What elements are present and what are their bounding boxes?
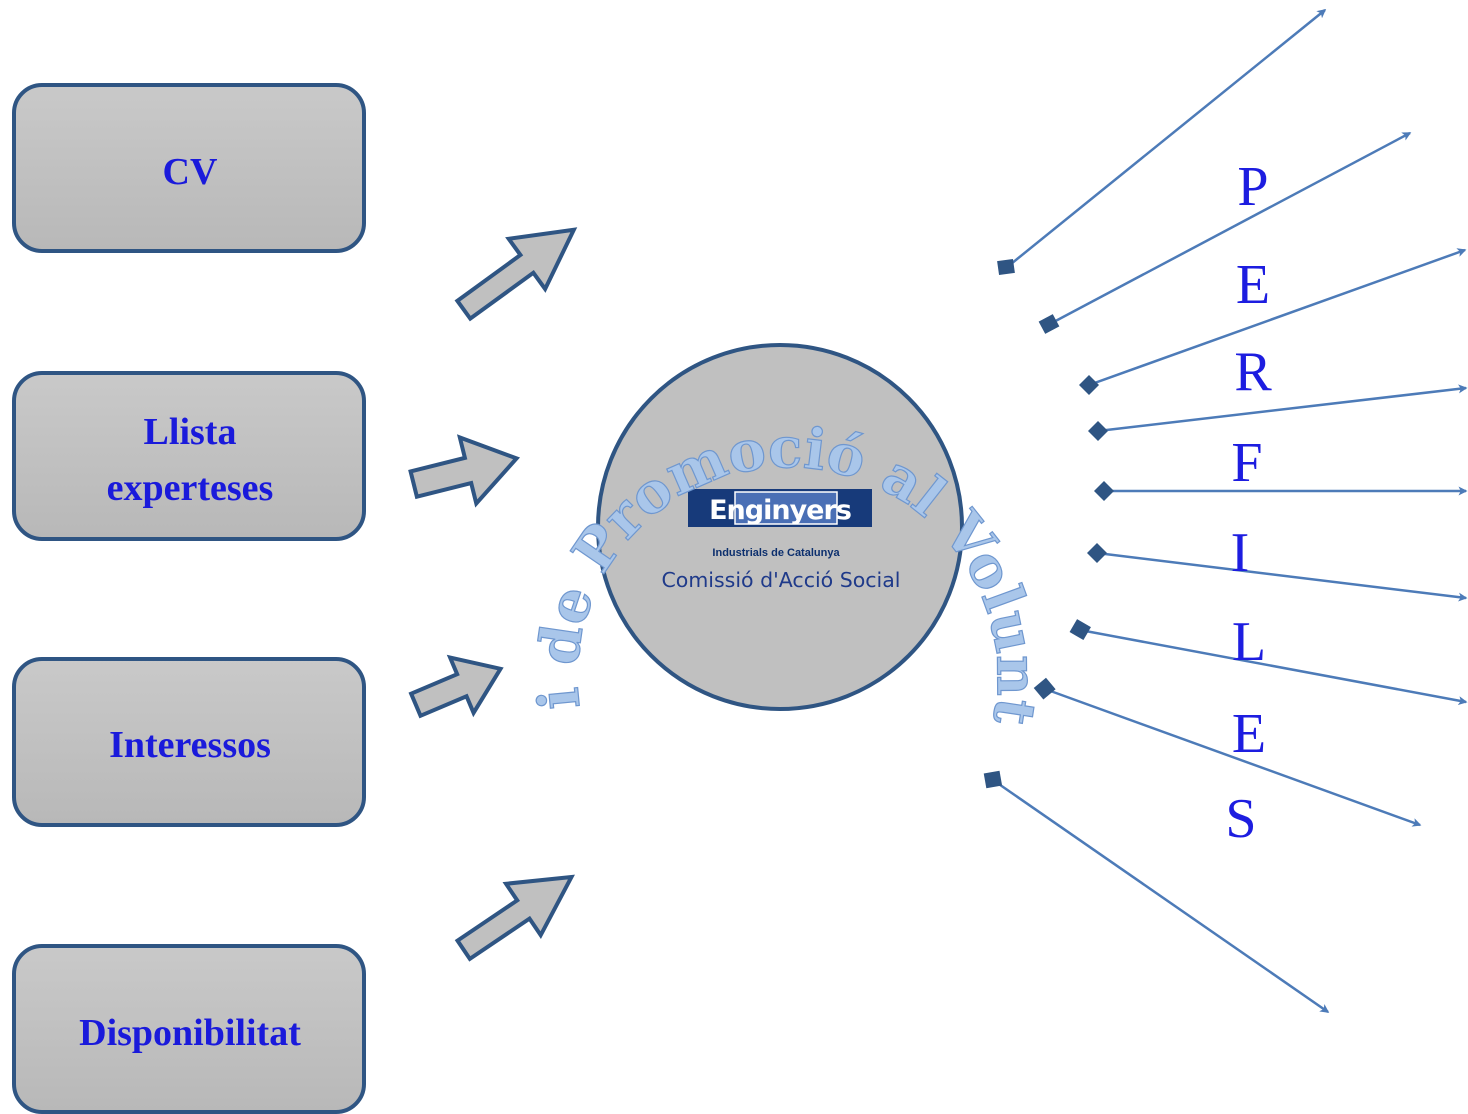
logo-highlight xyxy=(734,491,838,525)
output-arrow-5-tail xyxy=(1094,481,1114,501)
logo-caption: Comissió d'Acció Social xyxy=(661,568,900,592)
enginyers-logo: Enginyers Industrials de Catalunya Comis… xyxy=(661,489,901,592)
block-arrow-1 xyxy=(454,227,578,322)
output-arrow-7-tail xyxy=(1069,619,1091,641)
perfiles-letter-r: R xyxy=(1234,341,1272,403)
input-label-interessos: Interessos xyxy=(109,724,271,766)
output-arrow-2 xyxy=(1047,131,1412,327)
perfiles-letter-l: L xyxy=(1232,611,1266,673)
output-arrow-4-tail xyxy=(1088,421,1108,441)
perfiles-letter-i: I xyxy=(1231,522,1250,584)
output-arrow-4 xyxy=(1097,384,1468,433)
logo-subtitle: Industrials de Catalunya xyxy=(712,547,840,559)
input-box-disponibilitat-shape xyxy=(12,944,366,1114)
perfiles-letter-e1: E xyxy=(1236,254,1270,316)
output-arrow-3 xyxy=(1088,248,1467,387)
input-label-experteses-line2: experteses xyxy=(107,467,274,509)
input-box-experteses: Llista experteses xyxy=(12,371,366,541)
input-box-experteses-shape xyxy=(12,371,366,541)
perfiles-letter-s: S xyxy=(1225,788,1256,850)
output-arrow-1-tail xyxy=(997,258,1015,276)
block-arrow-2 xyxy=(408,434,521,508)
perfiles-letter-f: F xyxy=(1231,432,1262,494)
output-arrow-9-tail xyxy=(983,770,1003,789)
perfiles-letter-e2: E xyxy=(1232,703,1266,765)
input-label-disponibilitat: Disponibilitat xyxy=(79,1012,301,1054)
input-box-cv-shape xyxy=(12,83,366,253)
block-arrow-3 xyxy=(408,654,504,719)
output-arrow-8-tail xyxy=(1033,677,1056,700)
output-arrow-1 xyxy=(1005,9,1327,269)
input-box-interessos: Interessos xyxy=(12,657,366,827)
output-arrow-6-tail xyxy=(1087,543,1107,563)
center-hub: Enginyers Industrials de Catalunya Comis… xyxy=(596,343,964,711)
output-arrow-9 xyxy=(992,778,1330,1014)
input-label-cv: CV xyxy=(163,151,218,193)
input-label-experteses-line1: Llista xyxy=(144,411,237,453)
input-box-interessos-shape xyxy=(12,657,366,827)
perfiles-label: P E R F I L E S xyxy=(1225,156,1272,850)
input-box-disponibilitat: Disponibilitat xyxy=(12,944,366,1114)
output-arrow-3-tail xyxy=(1079,375,1099,395)
output-arrow-8 xyxy=(1044,687,1422,827)
output-arrow-7 xyxy=(1079,628,1468,706)
perfiles-letter-p: P xyxy=(1237,156,1268,218)
output-arrow-2-tail xyxy=(1038,314,1060,334)
logo-wordmark: Enginyers xyxy=(709,495,851,526)
output-arrow-6 xyxy=(1096,551,1468,602)
block-arrow-4 xyxy=(454,874,575,962)
input-box-cv: CV xyxy=(12,83,366,253)
